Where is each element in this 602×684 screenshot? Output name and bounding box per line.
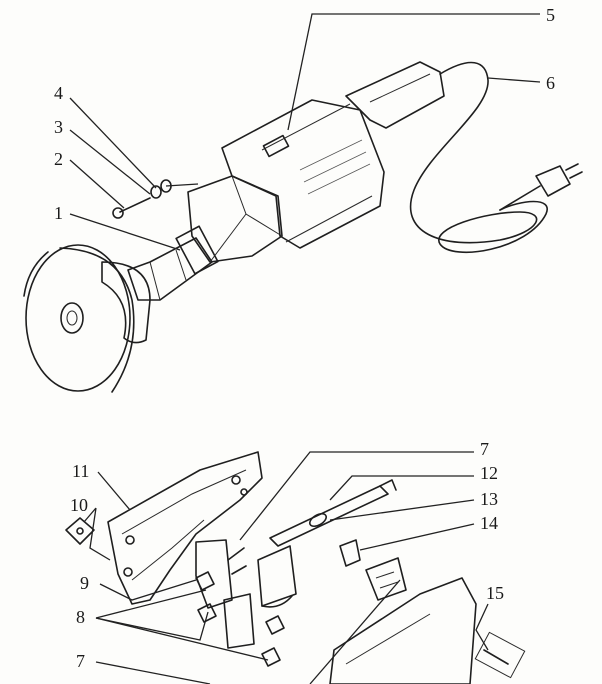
grinding-wheel — [23, 244, 135, 393]
clip-14 — [339, 539, 361, 567]
callout-3: 3 — [54, 117, 63, 137]
screw-15 — [483, 649, 509, 665]
callout-2: 2 — [54, 149, 63, 169]
power-cord — [409, 61, 583, 254]
bottom-leader-lines — [83, 451, 489, 684]
callout-4: 4 — [54, 83, 63, 103]
callout-15: 15 — [486, 583, 504, 603]
callout-10: 10 — [70, 495, 88, 515]
callout-5: 5 — [546, 5, 555, 25]
housing-half — [107, 451, 263, 605]
housing-rear — [329, 577, 477, 684]
callout-7-bottom: 7 — [76, 651, 85, 671]
callout-8: 8 — [76, 607, 85, 627]
plug-piece — [365, 557, 407, 601]
gear-head — [187, 175, 283, 263]
callout-6: 6 — [546, 73, 555, 93]
assembled-grinder — [23, 61, 583, 393]
wheel-guard — [101, 261, 151, 344]
callout-7-top: 7 — [480, 439, 489, 459]
exploded-parts — [65, 451, 526, 684]
nuts-8 — [195, 571, 285, 667]
fastener-set — [112, 179, 172, 219]
top-leader-lines — [69, 13, 541, 251]
callout-12: 12 — [480, 463, 498, 483]
callout-9: 9 — [80, 573, 89, 593]
callout-13: 13 — [480, 489, 498, 509]
screws-7 — [227, 547, 247, 575]
carbon-brush — [223, 593, 255, 649]
brush-bracket — [195, 539, 233, 609]
motor-housing — [221, 99, 385, 249]
nut-10 — [65, 517, 95, 545]
callout-14: 14 — [480, 513, 498, 533]
callout-1: 1 — [54, 203, 63, 223]
callout-11: 11 — [72, 461, 90, 481]
switch-assembly — [257, 479, 397, 608]
rear-handle — [345, 61, 445, 129]
